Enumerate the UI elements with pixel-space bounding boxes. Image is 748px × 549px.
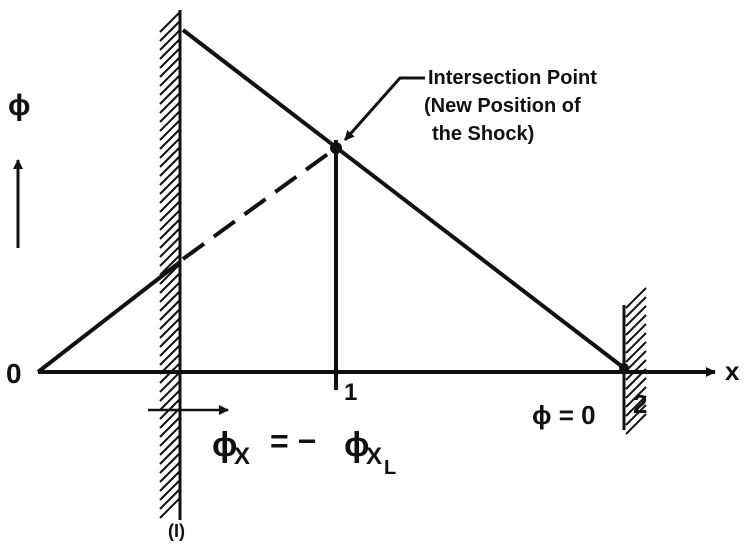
hatch-mark bbox=[159, 209, 181, 231]
tick-1-label: 1 bbox=[344, 379, 357, 406]
hatch-mark bbox=[159, 434, 181, 456]
hatch-mark bbox=[625, 413, 647, 435]
bc-left-equals: = − bbox=[270, 423, 316, 459]
left-linear-profile bbox=[36, 260, 182, 374]
hatch-mark bbox=[159, 227, 181, 249]
hatch-mark bbox=[159, 389, 181, 411]
hatch-mark bbox=[625, 314, 647, 336]
hatch-mark bbox=[625, 395, 647, 417]
hatch-mark bbox=[159, 110, 181, 132]
hatch-mark bbox=[159, 146, 181, 168]
hatch-mark bbox=[159, 119, 181, 141]
bc-left-rhs-subscript: X bbox=[366, 443, 382, 470]
hatch-mark bbox=[159, 173, 181, 195]
hatch-mark bbox=[159, 299, 181, 321]
hatch-mark bbox=[625, 386, 647, 408]
hatch-mark bbox=[625, 287, 647, 309]
hatch-mark bbox=[159, 281, 181, 303]
hatch-mark bbox=[625, 296, 647, 318]
hatch-mark bbox=[625, 323, 647, 345]
hatch-mark bbox=[159, 425, 181, 447]
hatch-mark bbox=[159, 218, 181, 240]
hatch-mark bbox=[159, 74, 181, 96]
hatch-mark bbox=[625, 350, 647, 372]
hatch-mark bbox=[159, 254, 181, 276]
hatch-mark bbox=[159, 479, 181, 501]
bc-right-label: ϕ = 0 bbox=[532, 400, 596, 430]
right-linear-profile bbox=[181, 28, 626, 370]
hatch-mark bbox=[625, 377, 647, 399]
hatch-mark bbox=[159, 245, 181, 267]
bc-left-subscript: X bbox=[234, 443, 250, 470]
annotation-leader-arrow bbox=[343, 76, 425, 141]
hatch-mark bbox=[159, 83, 181, 105]
hatch-mark bbox=[159, 11, 181, 33]
bc-left-rhs-phi: ϕ bbox=[344, 426, 369, 464]
hatch-mark bbox=[625, 404, 647, 426]
hatch-mark bbox=[159, 101, 181, 123]
right-endpoint bbox=[619, 363, 629, 373]
hatch-mark bbox=[159, 155, 181, 177]
hatch-mark bbox=[625, 341, 647, 363]
hatch-mark bbox=[159, 263, 181, 285]
hatch-mark bbox=[159, 137, 181, 159]
hatch-mark bbox=[159, 380, 181, 402]
hatch-mark bbox=[159, 416, 181, 438]
hatch-mark bbox=[159, 182, 181, 204]
phi-axis-label: ϕ bbox=[8, 89, 31, 122]
annotation-line-1: Intersection Point bbox=[428, 67, 597, 89]
dashed-extension bbox=[181, 146, 338, 261]
hatch-mark bbox=[159, 56, 181, 78]
hatch-mark bbox=[159, 20, 181, 42]
hatch-mark bbox=[159, 47, 181, 69]
hatch-mark bbox=[159, 326, 181, 348]
annotation-line-2: (New Position of bbox=[424, 95, 581, 117]
hatch-mark bbox=[159, 317, 181, 339]
hatch-mark bbox=[159, 407, 181, 429]
hatch-mark bbox=[159, 488, 181, 510]
intersection-point bbox=[330, 142, 342, 154]
boundary-1-label: (I) bbox=[168, 521, 185, 541]
hatch-mark bbox=[159, 38, 181, 60]
hatch-mark bbox=[159, 452, 181, 474]
hatch-mark bbox=[159, 308, 181, 330]
x-axis-label: x bbox=[725, 356, 740, 386]
hatch-mark bbox=[159, 443, 181, 465]
bc-left-rhs-subsubscript: L bbox=[384, 457, 396, 479]
hatch-mark bbox=[159, 65, 181, 87]
hatch-mark bbox=[159, 344, 181, 366]
origin-label: 0 bbox=[6, 358, 22, 389]
hatch-mark bbox=[159, 29, 181, 51]
hatch-mark bbox=[159, 470, 181, 492]
hatch-mark bbox=[159, 236, 181, 258]
hatch-mark bbox=[625, 332, 647, 354]
boundary-2-label: 2 bbox=[633, 389, 647, 419]
hatch-mark bbox=[159, 191, 181, 213]
hatch-mark bbox=[159, 200, 181, 222]
hatch-mark bbox=[159, 290, 181, 312]
hatch-mark bbox=[159, 164, 181, 186]
annotation-line-3: the Shock) bbox=[432, 123, 534, 145]
hatch-mark bbox=[159, 128, 181, 150]
hatch-mark bbox=[159, 92, 181, 114]
hatch-mark bbox=[159, 497, 181, 519]
hatch-mark bbox=[159, 371, 181, 393]
hatch-mark bbox=[625, 305, 647, 327]
bc-left-phi: ϕ bbox=[212, 426, 237, 464]
hatch-mark bbox=[159, 461, 181, 483]
hatch-mark bbox=[159, 335, 181, 357]
left-boundary-wall bbox=[159, 10, 182, 520]
hatch-mark bbox=[159, 272, 181, 294]
